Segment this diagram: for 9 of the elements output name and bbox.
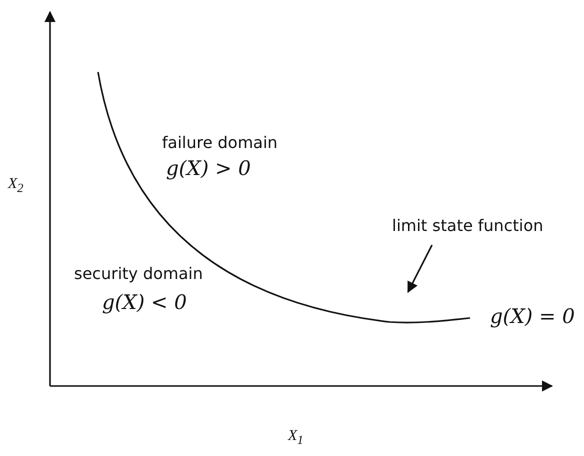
region-label: security domain [74,264,203,283]
equation-label: g(X) = 0 [490,304,575,328]
equation-label: g(X) > 0 [166,156,251,180]
equation-label: g(X) < 0 [102,290,187,314]
axis-label: X$_{1}$ [288,428,304,448]
axis-label: X$_{2}$ [8,176,24,196]
leader-arrow [407,244,433,293]
region-label: failure domain [162,133,278,152]
curve-label: limit state function [392,216,544,235]
